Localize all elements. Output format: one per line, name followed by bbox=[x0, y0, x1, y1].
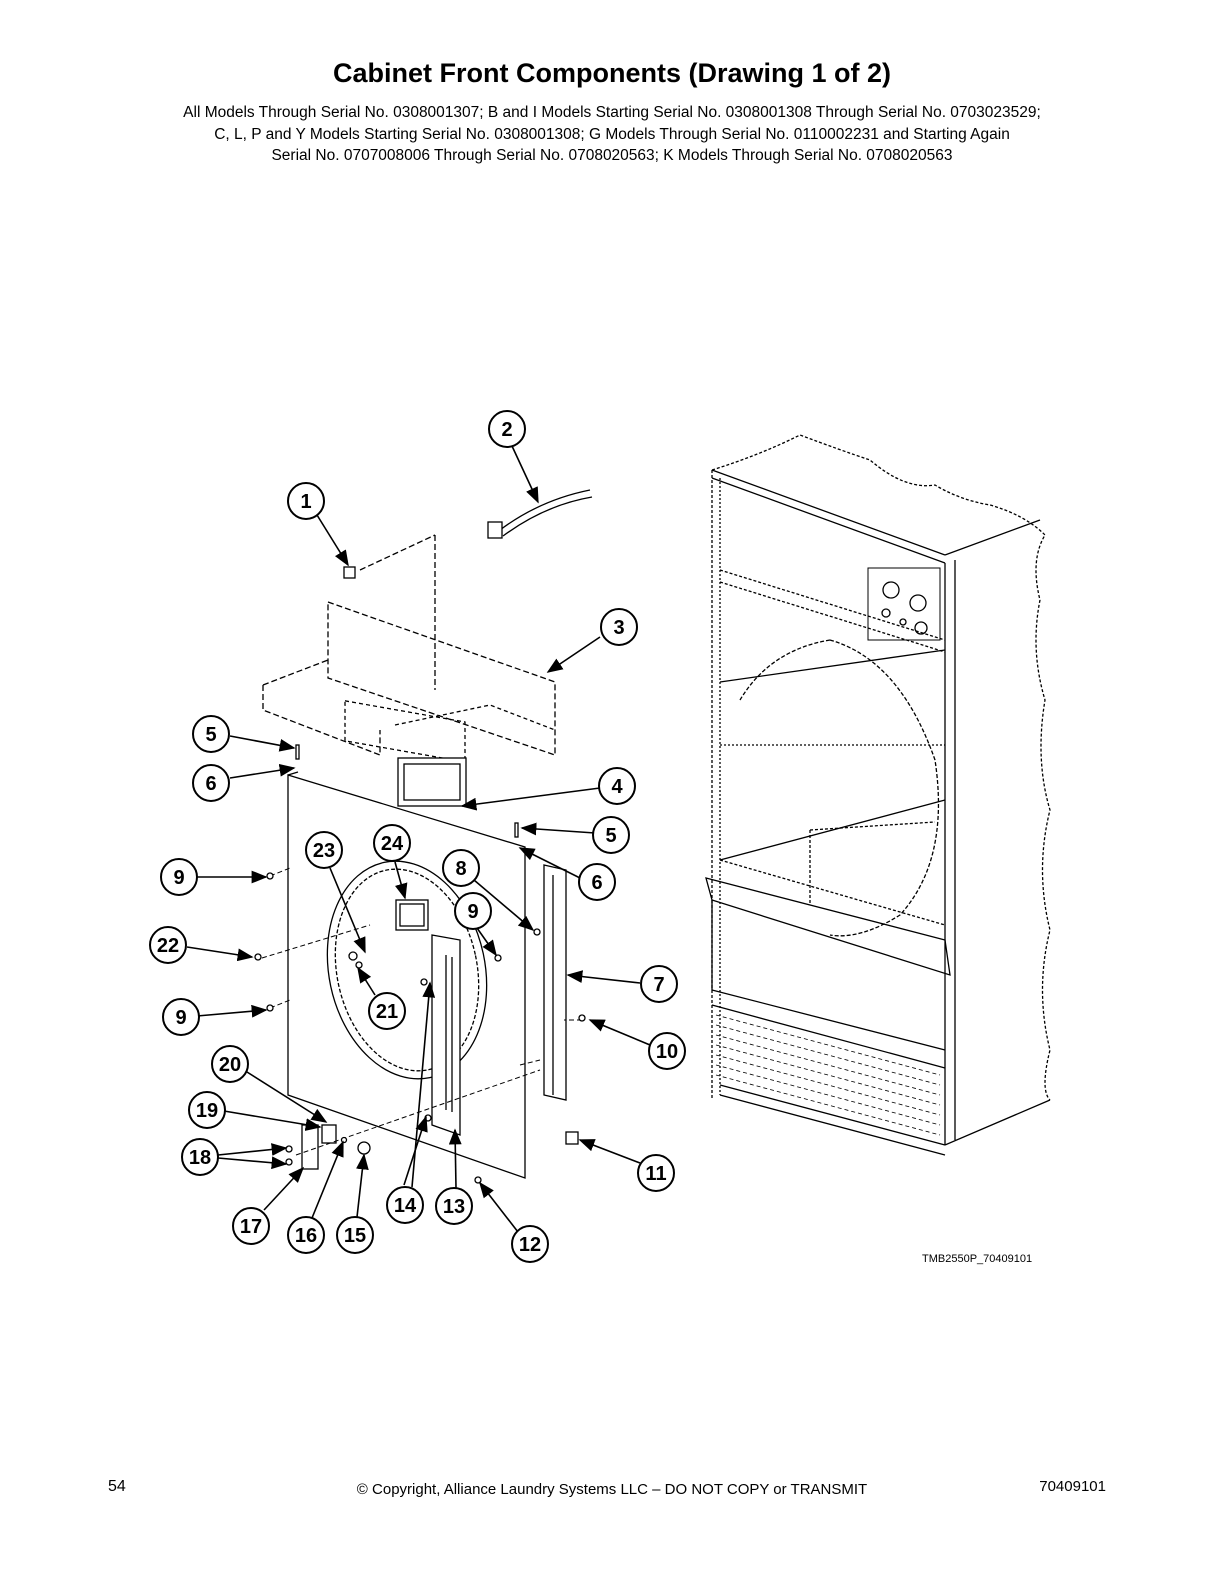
callout-24: 24 bbox=[373, 824, 411, 862]
callout-1: 1 bbox=[287, 482, 325, 520]
svg-text:5: 5 bbox=[205, 724, 216, 746]
svg-text:13: 13 bbox=[443, 1196, 465, 1218]
drawing-code: TMB2550P_70409101 bbox=[922, 1253, 1032, 1265]
svg-text:7: 7 bbox=[653, 974, 664, 996]
callout-9b: 9 bbox=[454, 892, 492, 930]
svg-text:20: 20 bbox=[219, 1054, 241, 1076]
svg-text:19: 19 bbox=[196, 1100, 218, 1122]
serial-range-subtitle: All Models Through Serial No. 0308001307… bbox=[60, 102, 1164, 167]
callout-13: 13 bbox=[435, 1187, 473, 1225]
document-number: 70409101 bbox=[1039, 1478, 1106, 1495]
svg-text:6: 6 bbox=[591, 872, 602, 894]
svg-text:8: 8 bbox=[455, 858, 466, 880]
callout-3: 3 bbox=[600, 608, 638, 646]
callout-17: 17 bbox=[232, 1207, 270, 1245]
callout-leaders bbox=[186, 445, 651, 1233]
callout-11: 11 bbox=[637, 1154, 675, 1192]
callout-6b: 6 bbox=[578, 863, 616, 901]
svg-text:10: 10 bbox=[656, 1041, 678, 1063]
callout-2: 2 bbox=[488, 410, 526, 448]
callout-5: 5 bbox=[192, 715, 230, 753]
svg-text:14: 14 bbox=[394, 1195, 417, 1217]
callout-15: 15 bbox=[336, 1216, 374, 1254]
callout-20: 20 bbox=[211, 1045, 249, 1083]
callout-9c: 9 bbox=[162, 998, 200, 1036]
svg-text:2: 2 bbox=[501, 419, 512, 441]
svg-text:15: 15 bbox=[344, 1225, 366, 1247]
callout-5b: 5 bbox=[592, 816, 630, 854]
svg-text:9: 9 bbox=[467, 901, 478, 923]
callout-12: 12 bbox=[511, 1225, 549, 1263]
svg-text:9: 9 bbox=[175, 1007, 186, 1029]
svg-text:9: 9 bbox=[173, 867, 184, 889]
svg-text:1: 1 bbox=[300, 491, 311, 513]
copyright-notice: © Copyright, Alliance Laundry Systems LL… bbox=[356, 1481, 868, 1498]
page-number: 54 bbox=[108, 1478, 126, 1495]
svg-text:12: 12 bbox=[519, 1234, 541, 1256]
exploded-parts-illustration bbox=[254, 489, 593, 1184]
page-title: Cabinet Front Components (Drawing 1 of 2… bbox=[333, 58, 891, 88]
svg-text:17: 17 bbox=[240, 1216, 262, 1238]
subtitle-line: Serial No. 0707008006 Through Serial No.… bbox=[271, 147, 953, 164]
callout-badges: 1 2 3 4 5 6 5 6 9 23 24 8 6 9 22 7 21 9 … bbox=[149, 410, 686, 1263]
callout-16: 16 bbox=[287, 1216, 325, 1254]
svg-text:11: 11 bbox=[645, 1163, 666, 1185]
svg-text:6: 6 bbox=[205, 773, 216, 795]
callout-23: 23 bbox=[305, 831, 343, 869]
svg-text:18: 18 bbox=[189, 1147, 211, 1169]
callout-21: 21 bbox=[368, 992, 406, 1030]
svg-text:23: 23 bbox=[313, 840, 335, 862]
callout-9: 9 bbox=[160, 858, 198, 896]
dryer-cabinet-illustration bbox=[705, 434, 1051, 1156]
svg-text:3: 3 bbox=[613, 617, 624, 639]
callout-4: 4 bbox=[598, 767, 636, 805]
svg-text:16: 16 bbox=[295, 1225, 317, 1247]
callout-14: 14 bbox=[386, 1186, 424, 1224]
callout-10: 10 bbox=[648, 1032, 686, 1070]
callout-19: 19 bbox=[188, 1091, 226, 1129]
callout-18: 18 bbox=[181, 1138, 219, 1176]
svg-text:22: 22 bbox=[157, 935, 179, 957]
subtitle-line: All Models Through Serial No. 0308001307… bbox=[183, 104, 1041, 121]
callout-22: 22 bbox=[149, 926, 187, 964]
callout-6: 6 bbox=[192, 764, 230, 802]
svg-text:24: 24 bbox=[381, 833, 404, 855]
subtitle-line: C, L, P and Y Models Starting Serial No.… bbox=[214, 125, 1010, 143]
svg-text:4: 4 bbox=[611, 776, 623, 798]
svg-text:21: 21 bbox=[376, 1001, 398, 1023]
svg-text:5: 5 bbox=[605, 825, 616, 847]
callout-8: 8 bbox=[442, 849, 480, 887]
callout-7: 7 bbox=[640, 965, 678, 1003]
